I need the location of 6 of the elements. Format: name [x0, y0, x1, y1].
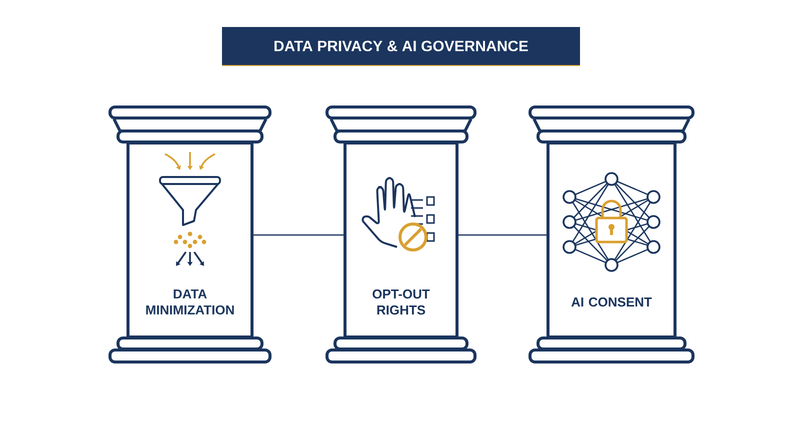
connector-line	[458, 234, 546, 236]
pillar: AI CONSENT	[528, 106, 694, 364]
pillar: DATA MINIMIZATION	[108, 106, 272, 364]
pillar: OPT-OUT RIGHTS	[326, 106, 476, 364]
connector-line	[254, 234, 344, 236]
title-banner: DATA PRIVACY & AI GOVERNANCE	[222, 27, 580, 66]
